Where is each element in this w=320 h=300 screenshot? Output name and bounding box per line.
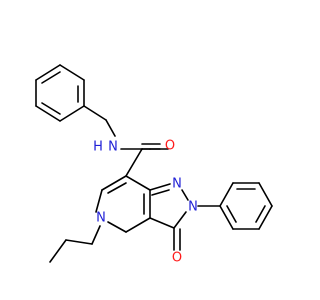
pyrazole-n2-label: N	[188, 200, 198, 215]
benzylic-methylene-bond	[83, 105, 107, 121]
pyrazole-n1-label: N	[172, 177, 182, 192]
chemical-structure-diagram: N H O	[35, 64, 273, 266]
benzyl-phenyl-ring	[35, 64, 85, 122]
keto-carbonyl-bond	[173, 227, 181, 251]
amide-nh-label: N H	[93, 140, 118, 155]
pyridine-nitrogen-label: N	[96, 211, 106, 226]
amide-oxygen-label: O	[165, 139, 175, 154]
carboxamide-bonds	[125, 143, 161, 177]
n-propyl-chain	[49, 225, 101, 263]
pyridinone-ring	[95, 175, 151, 233]
keto-oxygen-label: O	[172, 251, 182, 266]
methylene-to-nh-bond	[105, 119, 116, 137]
amide-nitrogen-label: N	[108, 140, 118, 155]
amide-hydrogen-label: H	[93, 140, 103, 155]
n-phenyl-ring	[219, 182, 273, 230]
pyrazolone-ring	[149, 183, 189, 229]
